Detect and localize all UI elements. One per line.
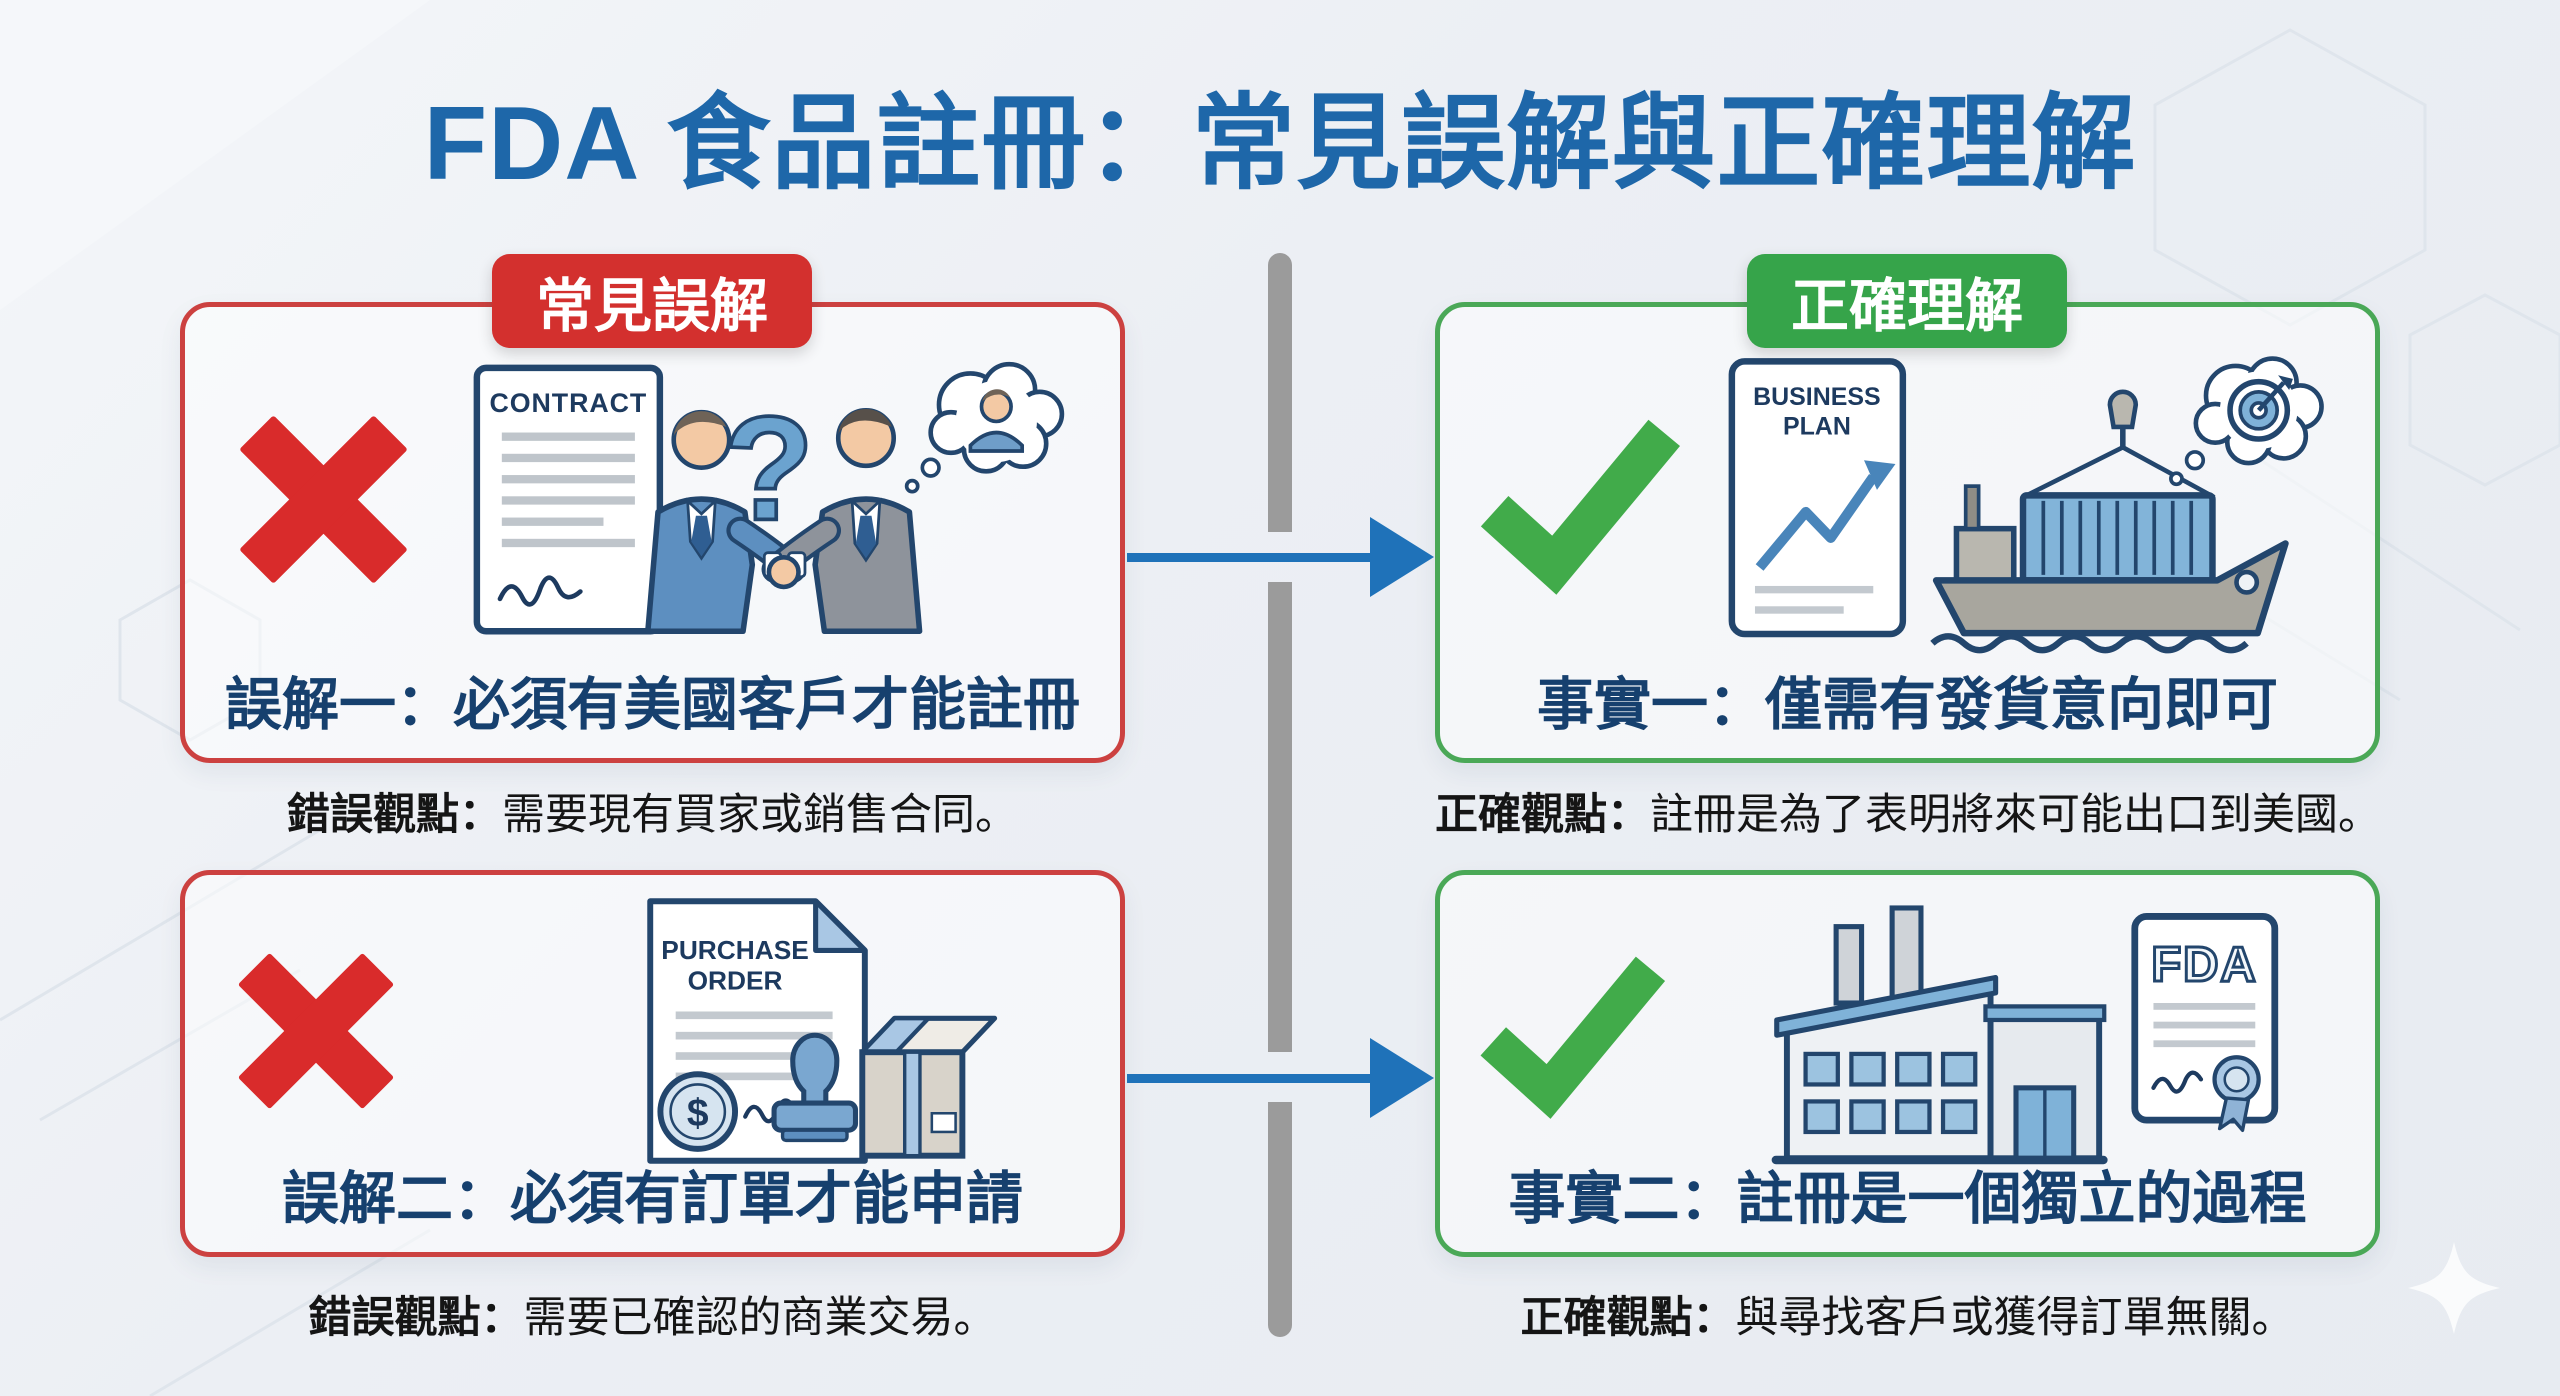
arrow-line: [1127, 1074, 1375, 1083]
arrow-head: [1370, 1038, 1434, 1118]
arrow-head: [1370, 517, 1434, 597]
fact-1-box: BUSINESS PLAN: [1435, 302, 2380, 763]
fact-2-caption: 正確觀點：與尋找客戶或獲得訂單無關。: [1435, 1283, 2380, 1345]
center-divider-middle: [1268, 582, 1292, 1052]
misconception-1-headline: 誤解一：必須有美國客戶才能註冊: [225, 673, 1080, 738]
flow-arrow-top-icon: [1127, 517, 1434, 597]
fact-1-caption: 正確觀點：註冊是為了表明將來可能出口到美國。: [1435, 780, 2381, 842]
stamp-icon: [771, 1032, 859, 1142]
purchase-order-illustration: PURCHASE ORDER $: [647, 897, 998, 1164]
caption-text: 註冊是為了表明將來可能出口到美國。: [1650, 791, 2381, 839]
businessplan-ship-illustration: BUSINESS PLAN: [1728, 355, 2324, 653]
misconception-badge: 常見誤解: [491, 254, 813, 348]
svg-text:PLAN: PLAN: [1783, 412, 1851, 440]
page-title: FDA 食品註冊：常見誤解與正確理解: [423, 86, 2137, 202]
cross-icon: [240, 416, 407, 583]
check-icon: [1480, 956, 1666, 1119]
package-box-icon: [859, 1015, 998, 1159]
sparkle-icon: [2408, 1242, 2500, 1334]
misconception-2-box: PURCHASE ORDER $: [180, 870, 1125, 1257]
factory-certificate-illustration: FDA: [1771, 905, 2278, 1164]
flow-arrow-bottom-icon: [1127, 1038, 1434, 1118]
svg-text:CONTRACT: CONTRACT: [489, 388, 647, 418]
fda-certificate-icon: FDA: [2130, 912, 2278, 1132]
handshake-icon: [762, 550, 807, 589]
misconception-2-headline: 誤解二：必須有訂單才能申請: [282, 1167, 1023, 1232]
fact-2-headline: 事實二：註冊是一個獨立的過程: [1508, 1167, 2307, 1232]
misconception-1-box: CONTRACT ?: [180, 302, 1125, 763]
business-plan-document-icon: BUSINESS PLAN: [1728, 357, 1907, 637]
contract-handshake-illustration: CONTRACT ?: [473, 361, 1065, 635]
fact-2-box: FDA 事實二：註冊是一個獨立的過程: [1435, 870, 2380, 1257]
center-divider-top: [1268, 253, 1292, 532]
thought-bubble-customer-icon: [904, 361, 1065, 494]
caption-text: 需要已確認的商業交易。: [523, 1294, 997, 1342]
misconception-1-caption: 錯誤觀點：需要現有買家或銷售合同。: [180, 780, 1125, 842]
caption-label: 錯誤觀點：: [287, 791, 502, 839]
contract-document-icon: CONTRACT: [473, 364, 664, 635]
factory-icon: [1771, 905, 2108, 1164]
caption-text: 需要現有買家或銷售合同。: [502, 791, 1018, 839]
cross-icon: [238, 953, 394, 1108]
fact-1-headline: 事實一：僅需有發貨意向即可: [1537, 673, 2278, 738]
cargo-ship-icon: [1930, 389, 2289, 653]
svg-text:FDA: FDA: [2151, 937, 2257, 992]
svg-text:$: $: [687, 1092, 709, 1135]
svg-text:PURCHASE: PURCHASE: [661, 934, 809, 964]
center-divider-bottom: [1268, 1102, 1292, 1337]
caption-text: 與尋找客戶或獲得訂單無關。: [1735, 1294, 2295, 1342]
dollar-coin-icon: $: [657, 1070, 739, 1152]
arrow-line: [1127, 553, 1375, 562]
thought-bubble-target-icon: [2169, 355, 2324, 486]
check-icon: [1480, 419, 1680, 595]
caption-label: 正確觀點：: [1435, 791, 1650, 839]
fact-badge: 正確理解: [1746, 254, 2068, 348]
svg-text:BUSINESS: BUSINESS: [1753, 382, 1881, 410]
caption-label: 錯誤觀點：: [308, 1294, 524, 1342]
svg-text:ORDER: ORDER: [688, 965, 783, 995]
caption-label: 正確觀點：: [1520, 1294, 1736, 1342]
misconception-2-caption: 錯誤觀點：需要已確認的商業交易。: [180, 1283, 1125, 1345]
